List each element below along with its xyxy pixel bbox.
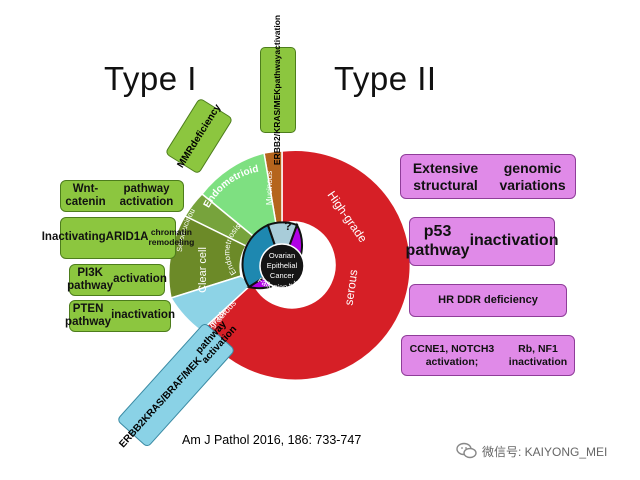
- citation: Am J Pathol 2016, 186: 733-747: [182, 433, 362, 447]
- pten-line1: PTEN pathway: [65, 302, 112, 328]
- arid1a-line2: ARID1A: [105, 231, 149, 244]
- ccne1-line2: Rb, NF1 inactivation: [508, 343, 568, 368]
- mucinous-label: Mucinous: [265, 171, 274, 205]
- pten-line2: inactivation: [111, 309, 175, 322]
- structural-line1: Extensive structural: [412, 160, 479, 193]
- wnt-line1: Wnt- catenin: [65, 182, 106, 208]
- pi3k-box: PI3K pathway activation: [67, 264, 167, 296]
- p53-line2: inactivation: [469, 232, 559, 250]
- serous-label: serous: [342, 269, 361, 307]
- pten-box: PTEN pathway inactivation: [65, 300, 175, 332]
- hr-line1: HR DDR deficiency: [438, 294, 538, 307]
- type-i-heading: Type I: [104, 60, 197, 97]
- center-circle: [259, 243, 305, 289]
- p53-line1: p53 pathway: [405, 223, 470, 259]
- wnt-catenin-box: Wnt- catenin pathway activation: [60, 180, 184, 212]
- center-line-1: Ovarian: [269, 251, 295, 260]
- wechat-icon: [456, 442, 477, 459]
- structural-line2: genomic variations: [499, 160, 566, 193]
- watermark: 微信号: KAIYONG_MEI: [456, 442, 607, 460]
- p53-pathway-box: p53 pathway inactivation: [405, 217, 558, 266]
- structural-variations-box: Extensive structural genomic variations: [400, 154, 576, 199]
- watermark-text: 微信号: KAIYONG_MEI: [482, 444, 608, 459]
- clear-cell-label: Clear cell: [197, 247, 209, 293]
- pi3k-line1: PI3K pathway: [67, 266, 114, 292]
- arid1a-line3: chromatin remodeling: [148, 227, 195, 247]
- arid1a-box: Inactivating ARID1A chromatin remodeling: [42, 217, 194, 259]
- ccne1-notch3-box: CCNE1, NOTCH3 activation; Rb, NF1 inacti…: [401, 335, 575, 376]
- arid1a-line1: Inactivating: [41, 231, 106, 244]
- wnt-line2: pathway activation: [119, 182, 174, 208]
- hr-ddr-deficiency-box: HR DDR deficiency: [409, 284, 567, 317]
- clear-cell-segment: [167, 215, 248, 299]
- erbb2-top-line3: activation: [272, 14, 283, 55]
- svg-text:Seromucinous: Seromucinous: [0, 0, 197, 252]
- pi3k-line2: activation: [113, 273, 167, 286]
- ccne1-line1: CCNE1, NOTCH3 activation;: [409, 343, 495, 368]
- unknown-label: ?: [284, 219, 291, 233]
- mmr-line2: deficiency: [187, 102, 223, 150]
- erbb2-top-line1: ERBB2/KRAS/MEK: [272, 88, 283, 166]
- erbb2-kras-mek-top-box: ERBB2/KRAS/MEK pathway activation: [260, 15, 296, 165]
- erbb2-top-line2: pathway: [272, 54, 283, 89]
- type-ii-heading: Type II: [334, 60, 437, 97]
- seromucinous-label: Seromucinous: [0, 0, 197, 252]
- high-grade-serous-segment: [200, 149, 412, 381]
- center-line-3: Cancer: [270, 271, 295, 280]
- center-line-2: Epithelial: [267, 261, 298, 270]
